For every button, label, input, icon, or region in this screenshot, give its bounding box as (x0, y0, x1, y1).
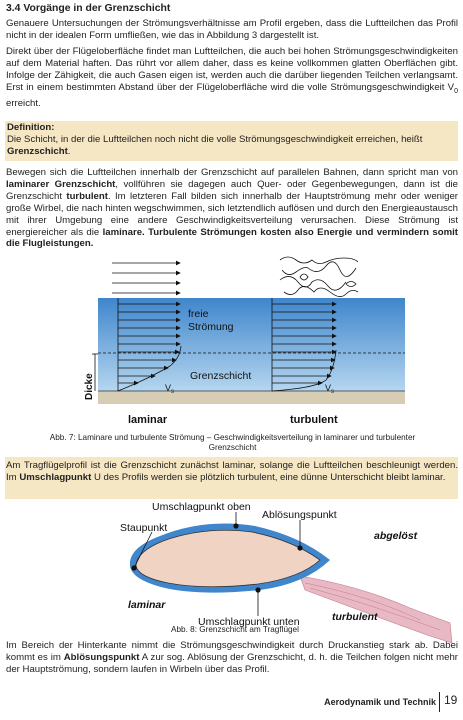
label-thickness: Dicke (84, 373, 95, 400)
laminar-velocity-profile (117, 301, 182, 392)
paragraph-surface: Direkt über der Flügeloberfläche findet … (6, 46, 458, 109)
label-detached: abgelöst (374, 530, 418, 542)
separation-point (297, 545, 303, 551)
definition-box: Definition: Die Schicht, in der die Luft… (5, 121, 458, 161)
laminar-stream-arrows (112, 260, 181, 296)
upper-transition-point (233, 523, 239, 529)
figure7-caption: Abb. 7: Laminare und turbulente Strömung… (49, 433, 416, 452)
turbulent-stream-squiggles (279, 256, 359, 297)
footer-title: Aerodynamik und Technik (324, 697, 436, 707)
label-flow: Strömung (188, 321, 234, 333)
airfoil-profile (135, 529, 321, 588)
footer-divider (439, 692, 440, 712)
page-number: 19 (444, 693, 458, 707)
label-upper-transition: Umschlagpunkt oben (152, 501, 251, 513)
figure-airfoil-boundary-layer: Umschlagpunkt oben Ablösungspunkt Staupu… (120, 501, 453, 643)
label-turbulent: turbulent (332, 611, 378, 623)
label-vs-turbulent: Vs (325, 383, 334, 395)
label-lower-transition: Umschlagpunkt unten (198, 616, 300, 628)
surface-ground (98, 391, 405, 404)
highlight-box (5, 457, 458, 499)
label-vs-laminar: Vs (165, 383, 174, 395)
label-separation-point: Ablösungspunkt (262, 509, 337, 521)
turbulent-velocity-profile (271, 301, 337, 392)
airflow-background (98, 298, 405, 391)
figure-velocity-profiles: freie Strömung Grenzschicht Vs Vs Dicke … (84, 256, 405, 426)
label-laminar: laminar (128, 414, 168, 426)
section-heading: 3.4 Vorgänge in der Grenzschicht (6, 3, 171, 14)
paragraph-transition: Am Tragflügelprofil ist die Grenzschicht… (6, 460, 458, 483)
paragraph-laminar-turbulent: Bewegen sich die Luftteilchen innerhalb … (6, 167, 459, 250)
lower-transition-point (255, 587, 261, 593)
label-stagnation-point: Staupunkt (120, 522, 167, 534)
stagnation-point (131, 565, 137, 571)
figure8-caption: Abb. 8: Grenzschicht am Tragflügel (171, 625, 299, 634)
label-laminar: laminar (128, 599, 166, 611)
label-free-flow: freie (188, 308, 209, 320)
label-turbulent: turbulent (290, 414, 338, 426)
definition-text: Die Schicht, in der die Luftteilchen noc… (7, 134, 423, 158)
paragraph-separation: Im Bereich der Hinterkante nimmt die Str… (6, 640, 458, 675)
turbulent-wake (299, 575, 453, 643)
label-boundary-layer: Grenzschicht (190, 370, 251, 382)
paragraph-intro: Genauere Untersuchungen der Strömungsver… (6, 18, 458, 41)
definition-title: Definition: (7, 122, 55, 133)
